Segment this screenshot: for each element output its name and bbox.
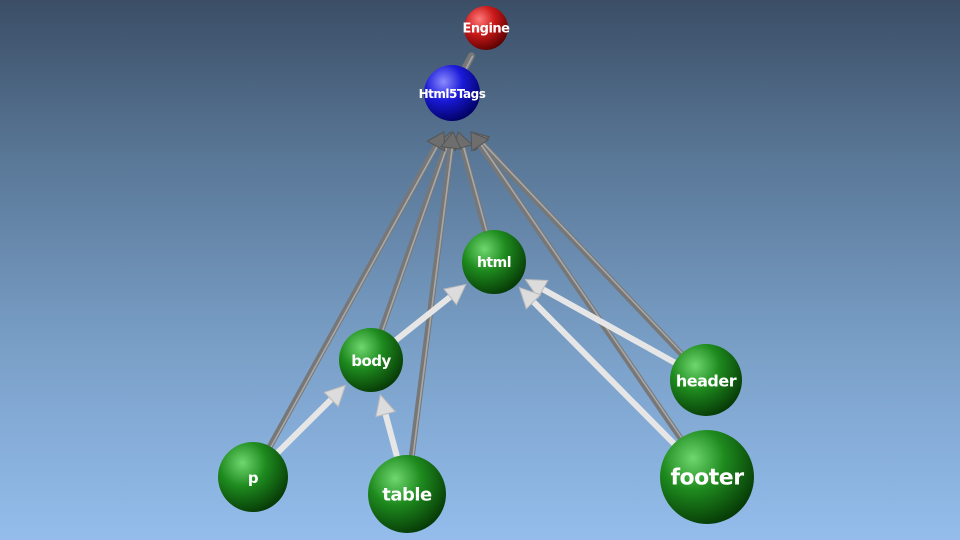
node-sphere [218,442,288,512]
edge-header-to-html [524,278,678,366]
node-label-body: body [351,352,391,370]
node-label-p: p [248,469,259,487]
edge-body-to-html [393,283,467,344]
node-sphere [424,65,480,121]
node-p[interactable]: p [218,442,288,512]
edge-table-to-body [375,393,400,460]
node-header[interactable]: header [670,344,742,416]
node-label-header: header [676,372,737,391]
node-label-table: table [382,485,432,506]
node-sphere [670,344,742,416]
node-sphere [660,430,754,524]
node-footer[interactable]: footer [660,430,754,524]
edges-layer [260,52,695,474]
node-label-html5tags: Html5Tags [419,87,486,101]
edge-html-to-html5tags [452,131,492,247]
node-label-html: html [477,255,511,271]
node-label-engine: Engine [463,22,511,37]
node-sphere [339,328,403,392]
node-table[interactable]: table [368,455,446,533]
node-body[interactable]: body [339,328,403,392]
node-label-footer: footer [670,466,744,491]
edge-footer-to-html5tags [470,131,695,457]
node-engine[interactable]: Engine [463,6,511,50]
node-sphere [462,230,526,294]
node-html5tags[interactable]: Html5Tags [419,65,486,121]
node-sphere [464,6,508,50]
node-html[interactable]: html [462,230,526,294]
node-sphere [368,455,446,533]
edge-footer-to-html [518,286,677,447]
edge-p-to-body [274,384,347,456]
edge-p-to-html5tags [260,131,446,462]
